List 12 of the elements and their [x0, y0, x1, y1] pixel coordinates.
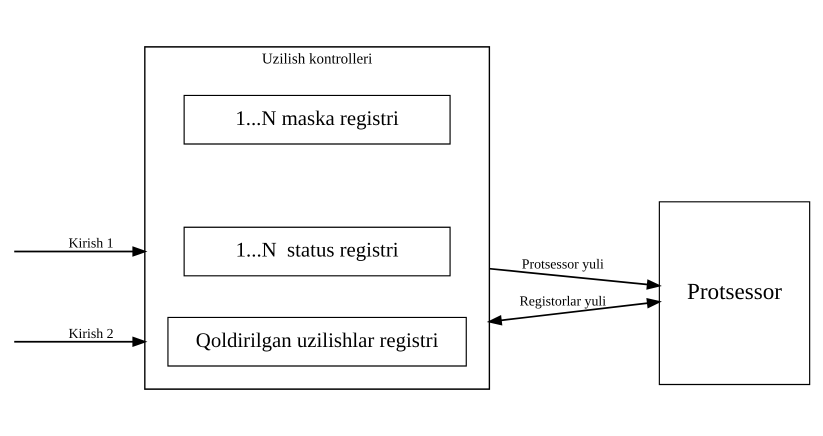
edge-label: Kirish 2	[68, 326, 114, 342]
arrow	[489, 268, 662, 290]
arrow	[14, 336, 148, 347]
edge-label: Protsessor yuli	[522, 257, 604, 272]
arrow	[14, 246, 148, 257]
arrow	[486, 298, 662, 326]
edge-label: Registorlar yuli	[520, 294, 606, 310]
edge-label: Kirish 1	[68, 236, 114, 252]
node-box: 1...N maska registri	[184, 94, 451, 145]
node-box: Qoldirilgan uzilishlar registri	[167, 316, 467, 367]
node-box: 1...N status registri	[184, 226, 451, 276]
node-box: Protsessor	[658, 201, 810, 386]
